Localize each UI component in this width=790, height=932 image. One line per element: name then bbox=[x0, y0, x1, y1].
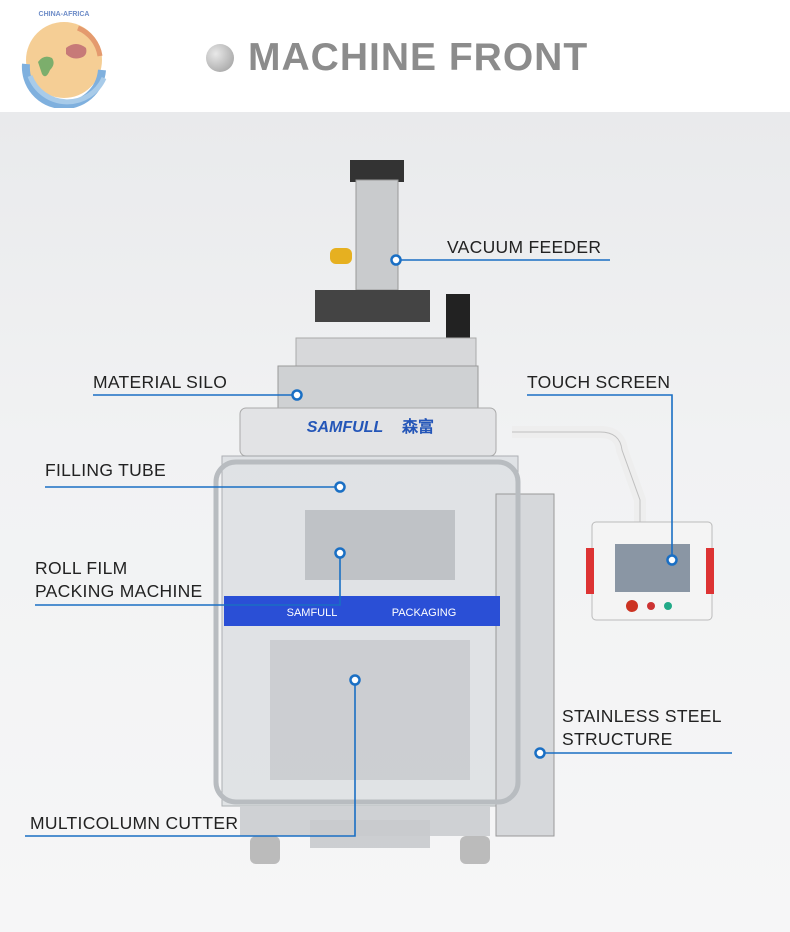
svg-text:CHINA-AFRICA: CHINA-AFRICA bbox=[39, 11, 90, 18]
label-stainless-line1: STAINLESS STEEL bbox=[562, 706, 722, 726]
brand-logo-cn: 森富 bbox=[402, 417, 434, 436]
touch-screen-panel bbox=[512, 426, 714, 621]
machine-head: SAMFULL 森富 bbox=[239, 407, 497, 457]
band-packaging-text: PACKAGING bbox=[392, 607, 457, 619]
label-vacuum-feeder: VACUUM FEEDER bbox=[447, 237, 602, 257]
header bbox=[0, 0, 790, 112]
label-roll-film-line2: PACKING MACHINE bbox=[35, 581, 203, 601]
valves-illustration bbox=[277, 290, 479, 412]
label-roll-film-line1: ROLL FILM bbox=[35, 558, 128, 578]
page-title: MACHINE FRONT bbox=[206, 36, 588, 80]
label-touch-screen: TOUCH SCREEN bbox=[527, 372, 671, 392]
china-africa-logo: CHINA-AFRICA bbox=[21, 11, 107, 108]
vacuum-feeder-illustration bbox=[330, 160, 404, 291]
callout-dots bbox=[291, 254, 678, 759]
bullet-icon bbox=[206, 44, 234, 72]
label-stainless-line2: STRUCTURE bbox=[562, 729, 673, 749]
leader-lines bbox=[25, 259, 732, 837]
brand-logo: SAMFULL bbox=[307, 419, 383, 436]
label-material-silo: MATERIAL SILO bbox=[93, 372, 228, 392]
label-filling-tube: FILLING TUBE bbox=[45, 460, 166, 480]
band-brand-text: SAMFULL bbox=[287, 607, 338, 619]
machine-body: SAMFULL PACKAGING bbox=[213, 455, 555, 864]
label-stainless-steel: STAINLESS STEEL STRUCTURE bbox=[562, 705, 722, 751]
label-roll-film: ROLL FILM PACKING MACHINE bbox=[35, 557, 203, 603]
label-multicolumn-cutter: MULTICOLUMN CUTTER bbox=[30, 813, 239, 833]
